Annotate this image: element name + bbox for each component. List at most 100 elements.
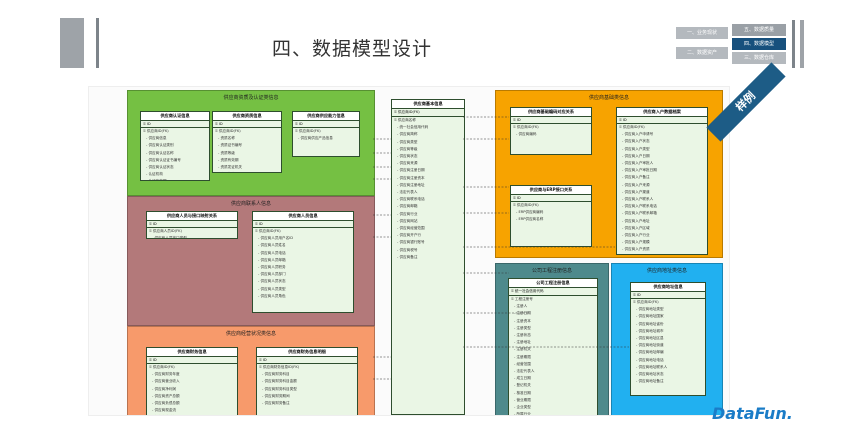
entity-field: - 供应商类型 bbox=[397, 139, 418, 144]
entity-field: - 供应商等级 bbox=[397, 146, 418, 151]
entity-field: - 供应商行业 bbox=[397, 211, 418, 216]
group-title: 供应商联系人信息 bbox=[230, 201, 271, 207]
entity-field: - 供应商银行账号 bbox=[397, 240, 425, 245]
entity-field: - 供应商地址状态 bbox=[636, 372, 664, 377]
entity-field: - 供应商联系电话 bbox=[397, 197, 425, 202]
group-title: 供应商地址类信息 bbox=[646, 268, 687, 274]
entity-field: - 供应商邮箱 bbox=[397, 204, 418, 209]
entity-field: ⚿ 供应商名称 bbox=[394, 118, 416, 122]
entity-primary-key: ⚿ ID bbox=[141, 121, 209, 128]
entity-field: ⚿ 供应商人员ID(FK) bbox=[149, 229, 182, 233]
entity-field: - 供应商认证类别 bbox=[146, 143, 174, 148]
entity-field: - 供应商认证状态 bbox=[146, 165, 174, 170]
entity-field: - 成立日期 bbox=[514, 376, 531, 381]
central-entity-table: 供应商基本信息⚿ 供应商ID(FK)⚿ 供应商名称- 统一社会信用代码- 供应商… bbox=[391, 99, 465, 415]
entity-field: - 供应商信息 bbox=[146, 136, 167, 141]
entity-field: ⚿ 工程注册号 bbox=[511, 297, 533, 301]
entity-field: - 供应商入户审批人 bbox=[622, 161, 654, 166]
entity-table: 供应商基础编码对应关系⚿ ID⚿ 供应商ID(FK)- 供应商编码 bbox=[510, 107, 592, 155]
entity-field: - 供应商人员姓名 bbox=[258, 243, 286, 248]
entity-field: - 供应商入户日期 bbox=[622, 153, 650, 158]
entity-field: - 供应商负债总额 bbox=[152, 401, 180, 406]
entity-field: - 供应商入户联系邮箱 bbox=[622, 211, 657, 216]
entity-field: ⚿ 供应商ID(FK) bbox=[513, 203, 539, 207]
entity-table: 供应商人员与接口映射关系⚿ ID⚿ 供应商人员ID(FK)- 供应商人员接口类型 bbox=[146, 211, 238, 239]
entity-title: 公司工程注册信息 bbox=[509, 279, 597, 288]
entity-field: - 供应商注册地址 bbox=[397, 182, 425, 187]
entity-field: - 供应商财务科目 bbox=[262, 372, 290, 377]
entity-field: - 供应商入户类型 bbox=[622, 146, 650, 151]
nav-item-data-model[interactable]: 四、数据模型 bbox=[732, 38, 786, 50]
entity-primary-key: ⚿ ID bbox=[511, 195, 591, 202]
entity-field: - 营业期限 bbox=[514, 397, 531, 402]
entity-primary-key: ⚿ 统一社会信用代码 bbox=[509, 288, 597, 296]
entity-field: - 供应商经营范围 bbox=[397, 226, 425, 231]
entity-field: - 供应商地址区县 bbox=[636, 336, 664, 341]
entity-field: - 认证有效期 bbox=[141, 178, 209, 180]
entity-field: ⚿ 供应商ID(FK) bbox=[149, 365, 175, 369]
entity-primary-key: ⚿ ID bbox=[631, 292, 705, 299]
section-nav: 一、业务现状 二、数据资产 五、数据质量 四、数据模型 三、数据仓库 bbox=[676, 24, 786, 66]
entity-field: - 供应商人员部门 bbox=[258, 272, 286, 277]
entity-table: 供应商与ERP接口关系⚿ ID⚿ 供应商ID(FK)- ERP供应商编码- ER… bbox=[510, 185, 592, 247]
nav-item-data-quality[interactable]: 五、数据质量 bbox=[732, 24, 786, 36]
entity-group: 供应商经营状况类信息供应商财务信息⚿ ID⚿ 供应商ID(FK)- 供应商财务年… bbox=[127, 326, 375, 415]
entity-title: 供应商基本信息 bbox=[392, 100, 464, 109]
entity-field: - 供应商注册资本 bbox=[397, 175, 425, 180]
entity-table: 供应商财务信息⚿ ID⚿ 供应商ID(FK)- 供应商财务年度- 供应商营业收入… bbox=[146, 347, 238, 415]
entity-field: - 核准日期 bbox=[514, 390, 531, 395]
entity-title: 供应商地址信息 bbox=[631, 283, 705, 292]
entity-field: - 供应商财务科目金额 bbox=[262, 379, 297, 384]
entity-field: - 供应商营业收入 bbox=[152, 379, 180, 384]
decorative-bar-right bbox=[792, 20, 795, 68]
entity-field: - 供应商入户地址 bbox=[622, 218, 650, 223]
entity-primary-key: ⚿ ID bbox=[257, 357, 357, 364]
entity-table: 供应商人员信息⚿ ID⚿ 供应商ID(FK)- 供应商人员用户名ID- 供应商人… bbox=[252, 211, 354, 313]
entity-field: - 供应商税号 bbox=[397, 247, 418, 252]
entity-field: - 供应商状态 bbox=[397, 154, 418, 159]
entity-field: - 法定代表人 bbox=[397, 190, 418, 195]
entity-field: - 供应商网站 bbox=[397, 218, 418, 223]
entity-field: - 供应商人员邮箱 bbox=[258, 257, 286, 262]
entity-field: - 供应商财务期间 bbox=[262, 393, 290, 398]
entity-field: - 供应商地址备注 bbox=[636, 379, 664, 384]
entity-field: - 供应商地址街道 bbox=[636, 343, 664, 348]
entity-title: 供应商与ERP接口关系 bbox=[511, 186, 591, 195]
entity-field: - 供应商地址联系人 bbox=[636, 364, 668, 369]
entity-field: - 供应商财务备注 bbox=[262, 401, 290, 406]
entity-field: - 法定代表人 bbox=[514, 369, 535, 374]
entity-field: - 供应商入户规模 bbox=[622, 240, 650, 245]
entity-group: 供应商基础类信息供应商基础编码对应关系⚿ ID⚿ 供应商ID(FK)- 供应商编… bbox=[495, 90, 723, 258]
entity-field: - 所属行业 bbox=[514, 412, 531, 416]
entity-field: ⚿ 供应商ID(FK) bbox=[513, 125, 539, 129]
entity-field: - 供应商认证名称 bbox=[146, 150, 174, 155]
entity-field: - 资质名称 bbox=[218, 136, 235, 141]
entity-field: - 供应商入户联系人 bbox=[622, 197, 654, 202]
entity-title: 供应商入户数据档案 bbox=[617, 108, 707, 117]
nav-item-data-warehouse[interactable]: 三、数据仓库 bbox=[732, 52, 786, 64]
entity-table: 供应商入户数据档案⚿ ID⚿ 供应商ID(FK)- 供应商入户申请号- 供应商入… bbox=[616, 107, 708, 255]
entity-field: - 供应商入户备注 bbox=[622, 175, 650, 180]
entity-field: ⚿ 供应商ID(FK) bbox=[619, 125, 645, 129]
entity-primary-key: ⚿ ID bbox=[147, 221, 237, 228]
entity-field: - 供应商财务科目类型 bbox=[262, 386, 297, 391]
entity-field: - 供应商人员接口类型 bbox=[152, 236, 187, 239]
entity-title: 供应商人员信息 bbox=[253, 212, 353, 221]
entity-group: 公司工程注册信息公司工程注册信息⚿ 统一社会信用代码⚿ 工程注册号- 注册人- … bbox=[495, 263, 609, 416]
entity-field: - 供应商地址类型 bbox=[636, 307, 664, 312]
entity-field: - 注册日期 bbox=[514, 311, 531, 316]
entity-field: - 经营范围 bbox=[514, 361, 531, 366]
entity-field: - 供应商财务年度 bbox=[152, 372, 180, 377]
entity-field: - 供应商人员类型 bbox=[258, 286, 286, 291]
entity-field: ⚿ 供应商ID(FK) bbox=[143, 129, 169, 133]
entity-field: - ERP供应商编码 bbox=[516, 210, 544, 215]
entity-primary-key: ⚿ ID bbox=[511, 117, 591, 124]
entity-field: - 供应商人员状态 bbox=[258, 279, 286, 284]
data-model-diagram: 供应商资质及认证类信息供应商认证信息⚿ ID⚿ 供应商ID(FK)- 供应商信息… bbox=[88, 86, 730, 416]
nav-item-data-assets[interactable]: 二、数据资产 bbox=[676, 47, 728, 59]
entity-primary-key: ⚿ ID bbox=[293, 121, 359, 128]
datafun-logo: DataFun. bbox=[712, 404, 793, 423]
entity-field: - 注册人 bbox=[514, 304, 528, 309]
decorative-bar-left bbox=[96, 18, 99, 68]
nav-item-business-status[interactable]: 一、业务现状 bbox=[676, 27, 728, 39]
